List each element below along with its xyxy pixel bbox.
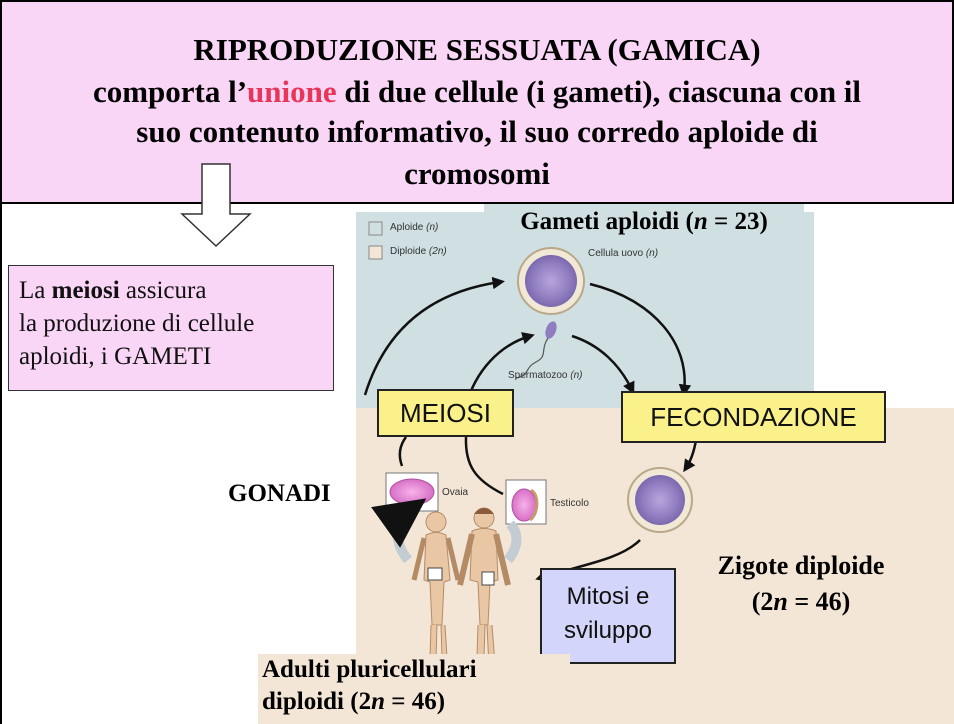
fertilization-arrow-inner [571, 334, 635, 395]
meiosis-info-box: La meiosi assicura la produzione di cell… [8, 265, 334, 391]
legend-haploid-swatch [368, 221, 383, 236]
gonads-label: GONADI [228, 480, 331, 507]
adults-label: Adulti pluricellulari diploidi (2n = 46) [258, 654, 570, 724]
sperm-label: Spermatozoo (n) [508, 370, 583, 381]
legend-diploid-swatch [368, 245, 383, 260]
header-banner: RIPRODUZIONE SESSUATA (GAMICA) comporta … [0, 0, 954, 204]
gonad-arrow-right-icon [503, 520, 522, 564]
ovary-to-meiosis-line [398, 436, 408, 467]
meiosis-info-line3: aploidi, i GAMETI [19, 343, 212, 370]
header-line2: comporta l’unione di due cellule (i game… [2, 74, 952, 110]
meiosis-arrow-outer [363, 276, 505, 396]
meiosis-info-line1: La meiosi assicura [19, 277, 207, 304]
header-title: RIPRODUZIONE SESSUATA (GAMICA) [193, 32, 761, 67]
header-line4: cromosomi [404, 156, 550, 191]
zygote-arrow [683, 439, 698, 473]
meiosis-label: MEIOSI [377, 389, 514, 437]
ovary-label: Ovaia [442, 487, 469, 498]
testicle-icon [505, 479, 547, 525]
left-frame-line [0, 204, 2, 724]
sperm-icon [515, 321, 557, 379]
header-line2-pre: comporta l’ [92, 74, 248, 109]
fertilization-label: FECONDAZIONE [621, 391, 886, 443]
down-arrow-icon [180, 163, 252, 248]
testicle-label: Testicolo [550, 498, 589, 509]
gametes-label: Gameti aploidi (n = 23) [484, 204, 804, 244]
haploid-panel [356, 212, 814, 408]
zygote-label: Zigote diploide (2n = 46) [717, 551, 885, 616]
header-highlight-word: unione [247, 74, 337, 109]
fertilization-arrow-outer [589, 282, 692, 397]
zygote-icon [627, 467, 693, 533]
header-line2-post: di due cellule (i gameti), ciascuna con … [336, 74, 862, 109]
gonad-arrow-left-icon [371, 498, 427, 564]
mitosis-label: Mitosi e sviluppo [540, 568, 676, 664]
legend-diploid-label: Diploide (2n) [390, 246, 447, 257]
egg-cell-icon [517, 247, 585, 315]
egg-cell-label: Cellula uovo (n) [588, 248, 659, 259]
legend-haploid-label: Aploide (n) [390, 222, 439, 233]
ovary-icon [385, 472, 439, 512]
testicle-to-meiosis-line [464, 436, 504, 496]
meiosis-info-line2: la produzione di cellule [19, 310, 255, 337]
header-line3: suo contenuto informativo, il suo corred… [136, 114, 818, 149]
